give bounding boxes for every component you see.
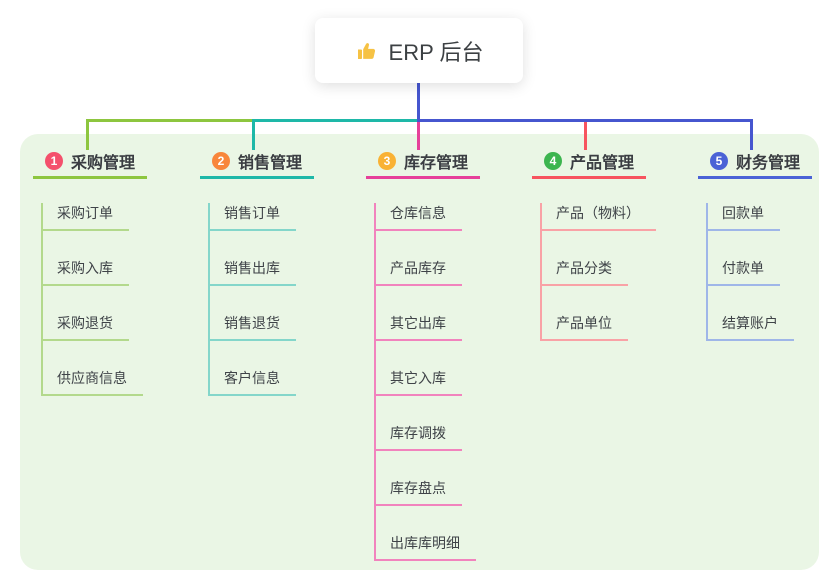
child-node[interactable]: 采购入库: [43, 258, 129, 286]
branch-4: 4 产品管理 产品（物料） 产品分类 产品单位: [532, 150, 656, 341]
branch-3-children: 仓库信息 产品库存 其它出库 其它入库 库存调拨 库存盘点 出库库明细: [374, 203, 480, 561]
branch-5-children: 回款单 付款单 结算账户: [706, 203, 812, 341]
branch5-drop-line: [750, 119, 753, 150]
branch-5-label: 财务管理: [736, 154, 801, 172]
child-node[interactable]: 供应商信息: [43, 368, 143, 396]
child-node[interactable]: 库存盘点: [376, 478, 462, 506]
branch-4-label: 产品管理: [570, 154, 635, 172]
root-node[interactable]: ERP 后台: [315, 18, 523, 83]
branch-node-2[interactable]: 2 销售管理: [200, 150, 314, 179]
child-node[interactable]: 结算账户: [708, 313, 794, 341]
connector-blue-horizontal: [417, 119, 753, 122]
connector-green-horizontal: [86, 119, 252, 122]
branch-node-3[interactable]: 3 库存管理: [366, 150, 480, 179]
child-node[interactable]: 客户信息: [210, 368, 296, 396]
branch-4-children: 产品（物料） 产品分类 产品单位: [540, 203, 656, 341]
child-node[interactable]: 销售出库: [210, 258, 296, 286]
child-node[interactable]: 销售订单: [210, 203, 296, 231]
child-node[interactable]: 库存调拨: [376, 423, 462, 451]
branch-node-4[interactable]: 4 产品管理: [532, 150, 646, 179]
child-node[interactable]: 产品库存: [376, 258, 462, 286]
child-node[interactable]: 销售退货: [210, 313, 296, 341]
branch-3-label: 库存管理: [404, 154, 469, 172]
child-node[interactable]: 产品（物料）: [542, 203, 656, 231]
branch3-drop-line: [417, 122, 420, 150]
child-node[interactable]: 付款单: [708, 258, 780, 286]
branch-2: 2 销售管理 销售订单 销售出库 销售退货 客户信息: [200, 150, 314, 396]
branch-node-5[interactable]: 5 财务管理: [698, 150, 812, 179]
branch2-drop-line: [252, 119, 255, 150]
badge-3-icon: 3: [378, 151, 396, 170]
child-node[interactable]: 产品单位: [542, 313, 628, 341]
thumbs-up-icon: [355, 39, 379, 63]
branch-1-label: 采购管理: [71, 154, 136, 172]
branch-1: 1 采购管理 采购订单 采购入库 采购退货 供应商信息: [33, 150, 147, 396]
badge-5-icon: 5: [710, 151, 728, 170]
branch-node-1[interactable]: 1 采购管理: [33, 150, 147, 179]
child-node[interactable]: 其它入库: [376, 368, 462, 396]
branch-2-children: 销售订单 销售出库 销售退货 客户信息: [208, 203, 314, 396]
branch-1-children: 采购订单 采购入库 采购退货 供应商信息: [41, 203, 147, 396]
root-drop-line: [417, 83, 420, 119]
child-node[interactable]: 采购订单: [43, 203, 129, 231]
branch4-drop-line: [584, 122, 587, 150]
child-node[interactable]: 其它出库: [376, 313, 462, 341]
child-node[interactable]: 回款单: [708, 203, 780, 231]
child-node[interactable]: 采购退货: [43, 313, 129, 341]
badge-1-icon: 1: [45, 151, 63, 170]
branch-2-label: 销售管理: [238, 154, 303, 172]
child-node[interactable]: 出库库明细: [376, 533, 476, 561]
connector-teal-horizontal: [252, 119, 419, 122]
branch-3: 3 库存管理 仓库信息 产品库存 其它出库 其它入库 库存调拨 库存盘点 出库库…: [366, 150, 480, 561]
mindmap-canvas: [20, 134, 819, 570]
branch-5: 5 财务管理 回款单 付款单 结算账户: [698, 150, 812, 341]
root-node-label: ERP 后台: [388, 39, 484, 65]
child-node[interactable]: 仓库信息: [376, 203, 462, 231]
badge-2-icon: 2: [212, 151, 230, 170]
branch1-drop-line: [86, 119, 89, 150]
badge-4-icon: 4: [544, 151, 562, 170]
child-node[interactable]: 产品分类: [542, 258, 628, 286]
